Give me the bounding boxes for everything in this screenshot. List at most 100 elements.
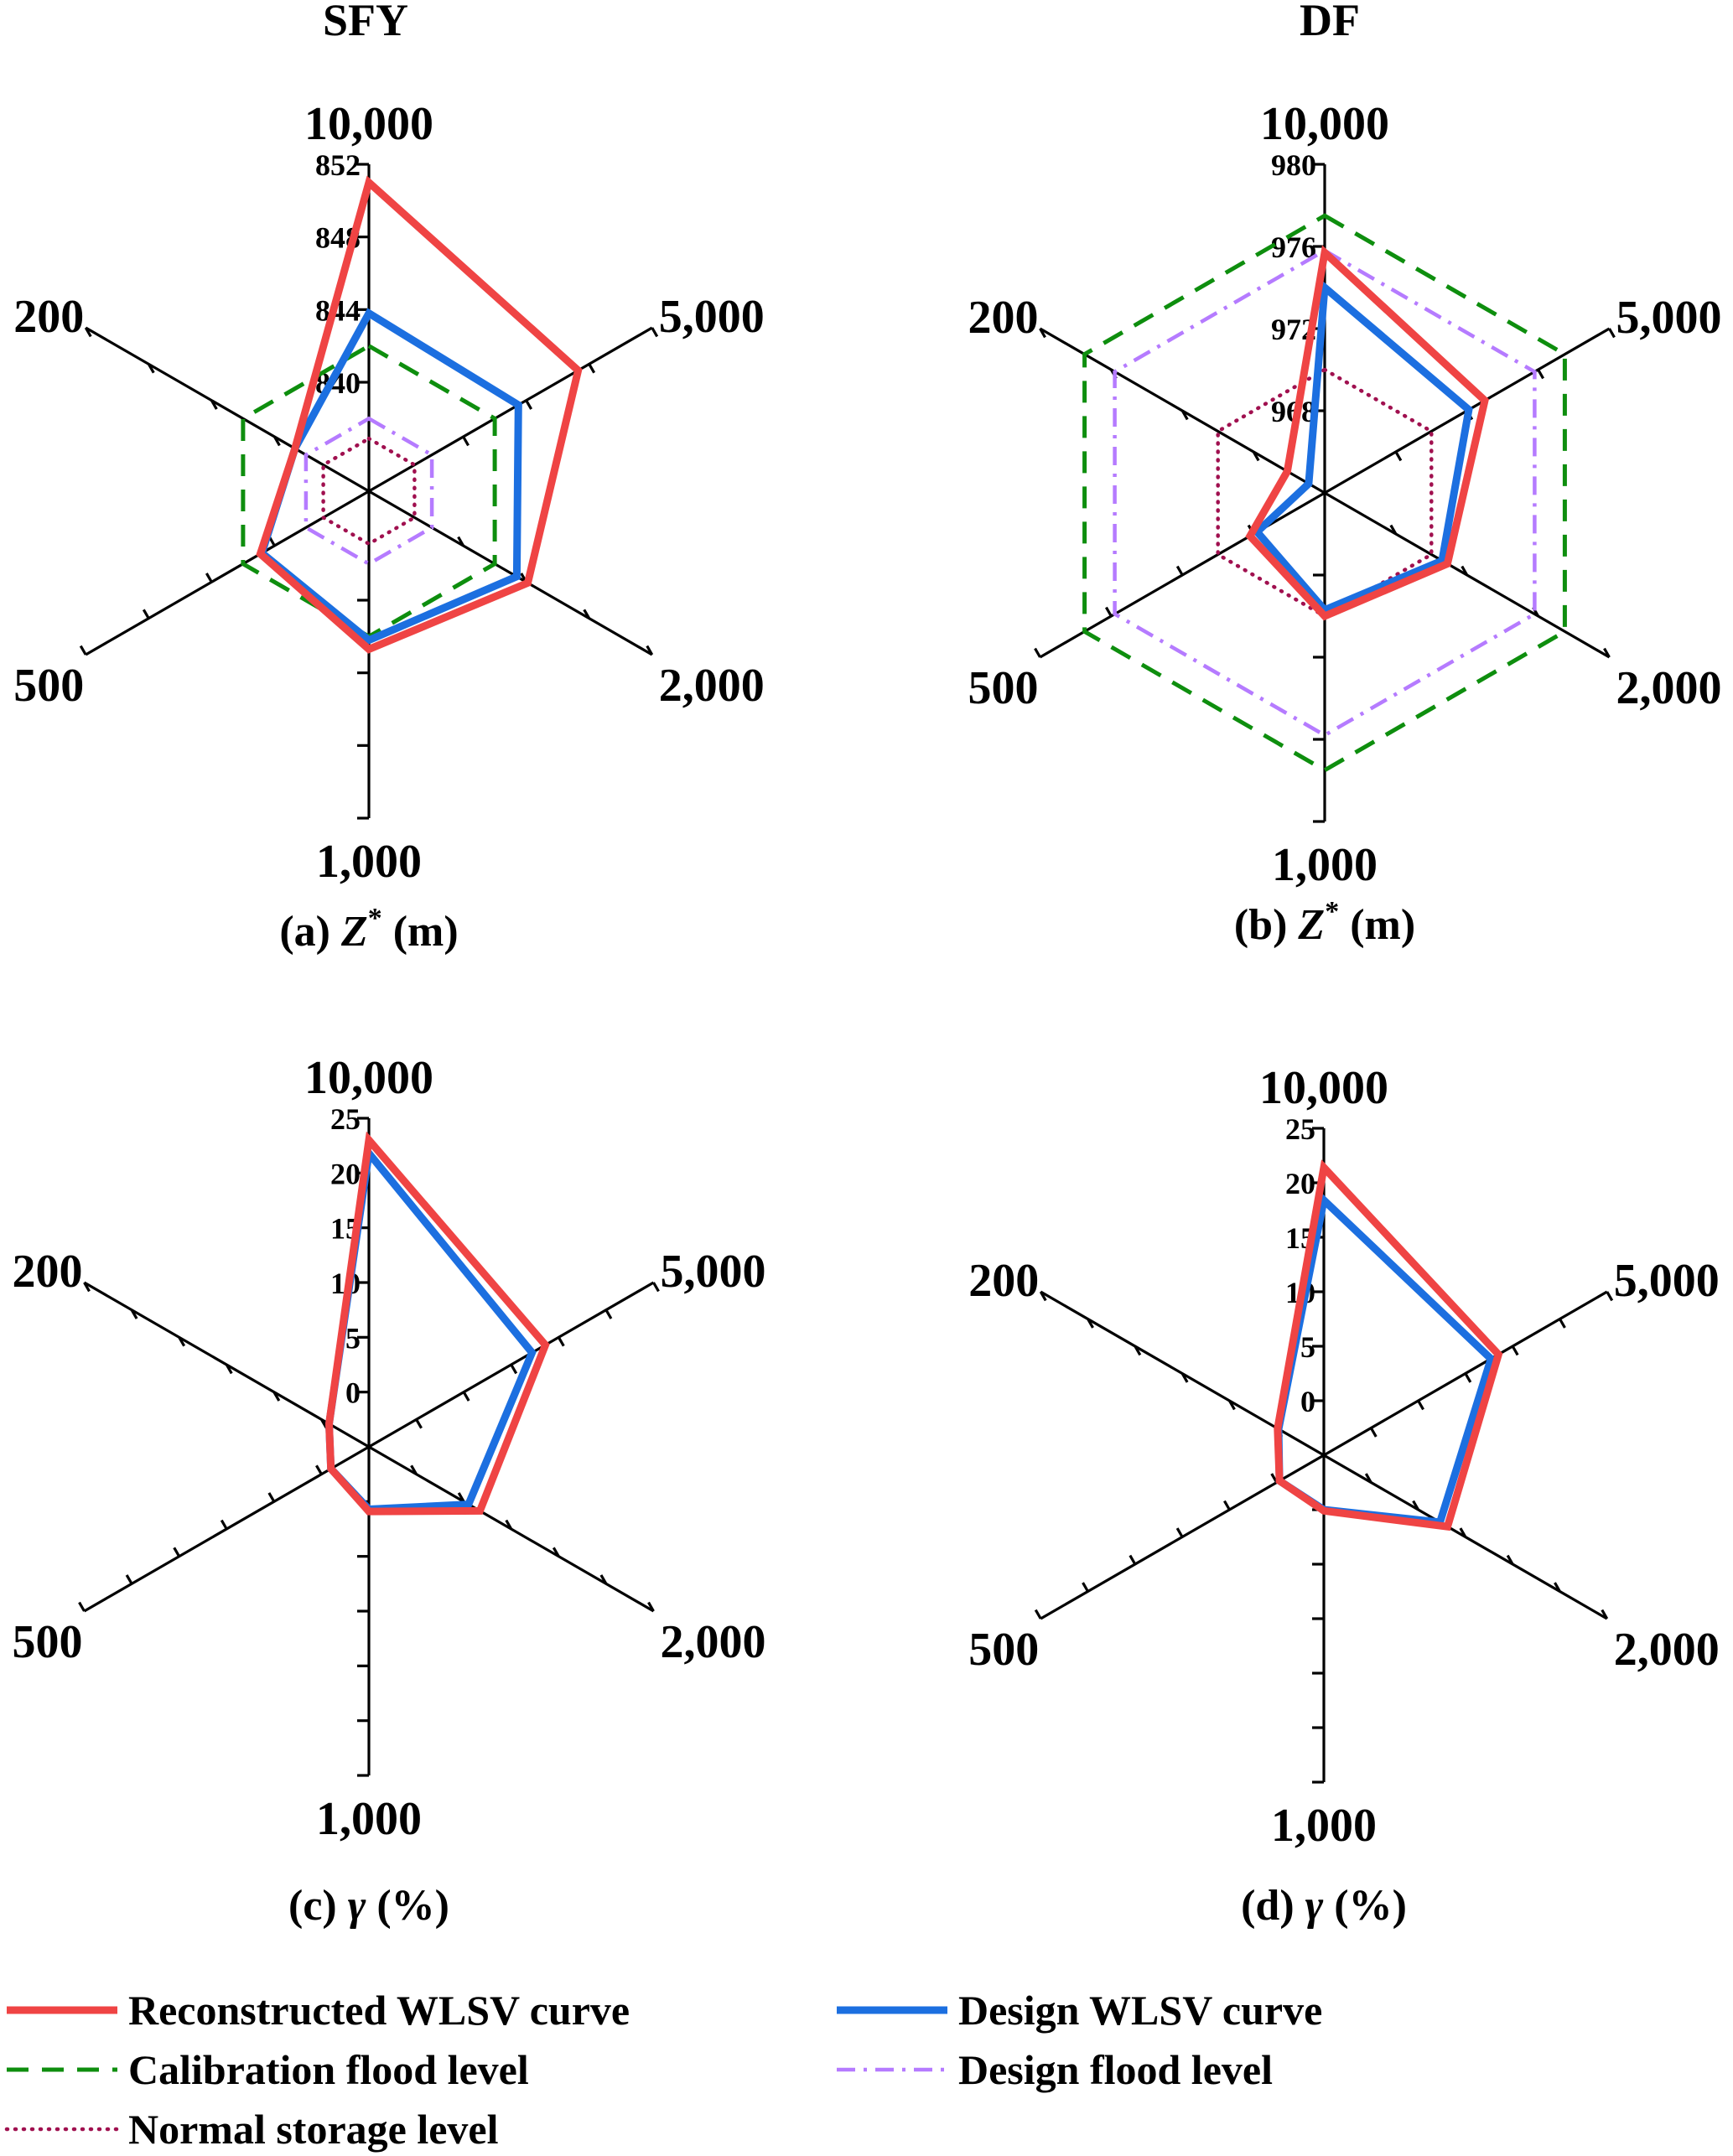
tick-mark xyxy=(510,1364,518,1375)
tick-mark xyxy=(646,645,654,656)
legend: Reconstructed WLSV curve Design WLSV curv… xyxy=(4,1987,1322,2153)
axis-label-1,000: 1,000 xyxy=(1271,1800,1377,1852)
caption-unit: (m) xyxy=(393,908,459,956)
tick-mark xyxy=(83,1282,91,1293)
charts: 10,0005,0002,0001,000500200840844848852(… xyxy=(13,98,1722,1930)
axis-label-500: 500 xyxy=(13,660,84,712)
axis-label-10,000: 10,000 xyxy=(1259,1062,1388,1114)
panel-caption-a: (a) Z* (m) xyxy=(279,903,458,956)
panel-caption-b: (b) Z* (m) xyxy=(1234,896,1415,949)
caption-space xyxy=(382,908,393,956)
tick-mark xyxy=(1554,1582,1561,1593)
tick-mark xyxy=(125,1574,133,1585)
legend-item-normal: Normal storage level xyxy=(4,2106,499,2153)
axis-label-2,000: 2,000 xyxy=(660,1616,765,1668)
tick-mark xyxy=(272,1391,281,1402)
tick-mark xyxy=(1601,1609,1609,1620)
axis-label-200: 200 xyxy=(13,1246,83,1298)
tick-mark xyxy=(1223,1500,1231,1511)
tick-mark xyxy=(1464,1372,1472,1383)
tick-mark xyxy=(462,436,470,447)
series-calibration xyxy=(1082,213,1567,773)
tick-label: 5 xyxy=(345,1321,361,1355)
tick-mark xyxy=(1364,1473,1372,1484)
axis-label-200: 200 xyxy=(968,292,1039,344)
legend-item-reconstructed: Reconstructed WLSV curve xyxy=(7,1987,630,2034)
caption-superscript: * xyxy=(1325,896,1339,927)
tick-mark xyxy=(1537,369,1544,380)
tick-label: 20 xyxy=(330,1157,361,1190)
tick-mark xyxy=(1175,1527,1184,1538)
tick-mark xyxy=(647,1601,655,1612)
tick-mark xyxy=(1087,1318,1094,1329)
tick-label: 980 xyxy=(1271,148,1316,182)
tick-label: 0 xyxy=(1300,1385,1315,1418)
tick-mark xyxy=(79,645,87,656)
caption-superscript: * xyxy=(368,903,382,934)
tick-label: 5 xyxy=(1300,1330,1315,1364)
tick-mark xyxy=(1228,1400,1236,1411)
caption-variable: γ xyxy=(348,1882,366,1930)
tick-mark xyxy=(410,1464,418,1475)
tick-mark xyxy=(225,1364,233,1375)
tick-mark xyxy=(552,1547,560,1557)
tick-mark xyxy=(1606,1291,1614,1302)
tick-mark xyxy=(1608,328,1616,339)
caption-variable: Z xyxy=(340,908,368,956)
tick-mark xyxy=(1511,1345,1519,1356)
axis-label-1,000: 1,000 xyxy=(316,1793,422,1845)
series-reconstructed xyxy=(1245,245,1489,621)
caption-space xyxy=(366,1882,376,1930)
tick-mark xyxy=(1105,606,1113,617)
tick-mark xyxy=(1389,524,1398,535)
tick-mark xyxy=(1506,1554,1514,1565)
tick-mark xyxy=(651,327,659,338)
legend-item-calibration: Calibration flood level xyxy=(7,2046,529,2093)
caption-space xyxy=(1295,1882,1305,1930)
tick-mark xyxy=(78,1601,86,1612)
legend-label: Design WLSV curve xyxy=(958,1987,1322,2034)
series-reconstructed xyxy=(256,175,583,654)
caption-space xyxy=(330,908,341,956)
axis-line-200 xyxy=(85,326,370,493)
axis-line-2,000 xyxy=(368,490,653,656)
tick-mark xyxy=(1369,1427,1378,1438)
tick-mark xyxy=(1394,451,1403,462)
series-design-flood xyxy=(304,416,434,567)
tick-mark xyxy=(178,1336,186,1347)
tick-mark xyxy=(1082,1582,1089,1593)
tick-mark xyxy=(652,1282,660,1293)
legend-label: Design flood level xyxy=(958,2046,1273,2093)
tick-mark xyxy=(1034,1609,1042,1620)
tick-mark xyxy=(457,536,464,547)
tick-mark xyxy=(267,1492,276,1503)
tick-label: 0 xyxy=(345,1376,361,1410)
axis-label-1,000: 1,000 xyxy=(316,836,422,888)
tick-mark xyxy=(1417,1400,1424,1411)
axis-label-500: 500 xyxy=(968,1624,1039,1676)
tick-mark xyxy=(315,1464,323,1475)
tick-label: 20 xyxy=(1285,1167,1315,1200)
radar-panel-c: 10,0005,0002,0001,0005002000510152025(c)… xyxy=(13,1052,766,1930)
caption-variable: Z xyxy=(1297,901,1325,949)
tick-mark xyxy=(599,1574,608,1585)
caption-prefix: (b) xyxy=(1234,901,1288,949)
axis-line-5,000 xyxy=(368,326,653,493)
caption-space xyxy=(1323,1882,1334,1930)
tick-mark xyxy=(220,1519,228,1530)
radar-panel-d: 10,0005,0002,0001,0005002000510152025(d)… xyxy=(968,1062,1719,1930)
caption-unit: (%) xyxy=(376,1882,449,1930)
caption-prefix: (d) xyxy=(1241,1882,1295,1930)
series-reconstructed xyxy=(324,1131,550,1516)
tick-mark xyxy=(1034,647,1041,658)
axis-label-2,000: 2,000 xyxy=(659,660,765,712)
tick-mark xyxy=(142,609,150,619)
tick-mark xyxy=(1134,1345,1142,1356)
axis-label-5,000: 5,000 xyxy=(1614,1255,1720,1307)
axis-label-5,000: 5,000 xyxy=(659,291,765,343)
tick-mark xyxy=(462,1391,470,1402)
tick-mark xyxy=(273,436,281,447)
tick-mark xyxy=(415,1418,423,1429)
tick-mark xyxy=(147,363,155,374)
